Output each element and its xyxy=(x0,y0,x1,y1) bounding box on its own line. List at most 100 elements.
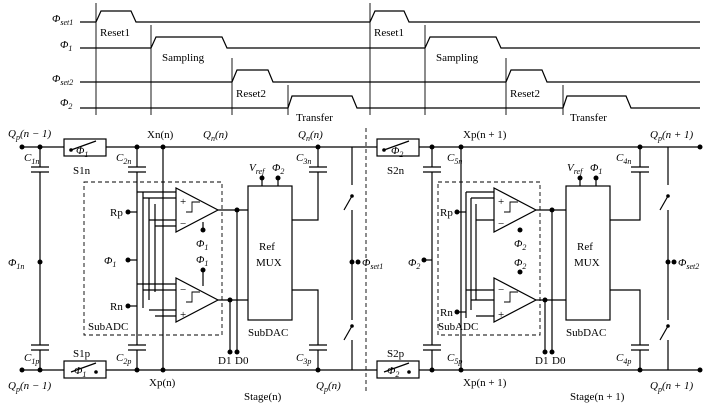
label-c5p: C5p xyxy=(447,352,462,366)
subadc-box-2 xyxy=(437,181,541,336)
label-qp-n-1-bottom: Qp(n − 1) xyxy=(8,380,52,394)
waveform-phi-2 xyxy=(80,95,700,109)
comparator-plus: + xyxy=(180,196,186,208)
label-rn-2: Rn xyxy=(440,307,453,319)
label-rp: Rp xyxy=(110,207,123,219)
switch-s1n-blade xyxy=(70,140,97,151)
phase-label: Transfer xyxy=(570,112,607,124)
phase-label: Reset1 xyxy=(100,27,130,39)
label-phi-set2: Φset2 xyxy=(678,257,699,271)
phase-label: Reset2 xyxy=(510,88,540,100)
label-mux-2: MUX xyxy=(574,257,600,269)
label-s1p: S1p xyxy=(73,348,91,360)
comparator-minus: − xyxy=(180,284,186,296)
label-subdac: SubDAC xyxy=(248,327,288,339)
label-qn-n: Qn(n) xyxy=(203,129,228,143)
switch-s2p xyxy=(376,360,420,379)
label-vref: Vref xyxy=(249,162,266,176)
switch-s1p-blade xyxy=(70,362,97,373)
switch-s2n xyxy=(376,138,420,157)
timing-label-phi-set1: Φset1 xyxy=(52,13,73,27)
reset-switch-bottom-2 xyxy=(659,325,669,341)
label-phi1-mux-2: Φ1 xyxy=(590,162,602,176)
comparator-minus: − xyxy=(498,218,504,230)
phase-label: Reset1 xyxy=(374,27,404,39)
label-c3p: C3p xyxy=(296,352,311,366)
comparator-minus: − xyxy=(180,218,186,230)
label-s2p: S2p xyxy=(387,348,405,360)
comparator-minus: − xyxy=(498,284,504,296)
label-phi2-comp-bot: Φ2 xyxy=(514,257,526,271)
subadc-box xyxy=(83,181,223,336)
timing-label-phi-1: Φ1 xyxy=(60,39,72,53)
comparator-bottom-2 xyxy=(493,277,538,323)
phase-label: Transfer xyxy=(296,112,333,124)
comparator-hyst-icon xyxy=(504,291,518,303)
label-phi1-comp-bot: Φ1 xyxy=(196,254,208,268)
label-s1n: S1n xyxy=(73,165,91,177)
timing-diagram: Φset1 Φ1 Φset2 Φ2 Reset1 Sampling Reset2… xyxy=(52,3,700,124)
comparator-top-2 xyxy=(493,187,538,233)
label-phi2-mux: Φ2 xyxy=(272,162,284,176)
reset-switch-bottom xyxy=(343,325,353,341)
phase-label: Reset2 xyxy=(236,88,266,100)
ref-mux-block xyxy=(247,185,293,321)
label-qp-n1-bottom: Qp(n + 1) xyxy=(650,380,694,394)
label-xp-n1-top: Xp(n + 1) xyxy=(463,129,507,141)
reset-switch-top xyxy=(343,195,353,211)
label-xp-n: Xp(n) xyxy=(149,377,176,389)
label-d1-2: D1 xyxy=(535,355,548,367)
label-c2n: C2n xyxy=(116,152,131,166)
switch-s2p-blade xyxy=(383,362,410,373)
switch-s1n xyxy=(63,138,107,157)
label-s2n: S2n xyxy=(387,165,405,177)
terminal-dot xyxy=(19,367,25,373)
label-mux: MUX xyxy=(256,257,282,269)
timing-label-phi-set2: Φset2 xyxy=(52,73,73,87)
label-qp-n-1-top: Qp(n − 1) xyxy=(8,128,52,142)
label-c5n: C5n xyxy=(447,152,462,166)
switch-s2n-blade xyxy=(383,140,410,151)
comparator-bottom xyxy=(175,277,220,323)
label-subdac-2: SubDAC xyxy=(566,327,606,339)
label-d1: D1 xyxy=(218,355,231,367)
comparator-hyst-icon xyxy=(504,201,518,213)
stage-n: Qp(n − 1) Qp(n − 1) C1n C1p Φ1n Φ1 S1n Φ… xyxy=(8,128,383,403)
switch-s1p-phase: Φ1 xyxy=(74,365,86,379)
switch-s1n-phase: Φ1 xyxy=(76,145,88,159)
label-phi-1n: Φ1n xyxy=(8,257,24,271)
label-c1p: C1p xyxy=(24,352,39,366)
label-d0: D0 xyxy=(235,355,249,367)
label-qp-n1-top: Qp(n + 1) xyxy=(650,129,694,143)
ref-mux-block-2 xyxy=(565,185,611,321)
phase-label: Sampling xyxy=(162,52,205,64)
label-rp-2: Rp xyxy=(440,207,453,219)
switch-s1p xyxy=(63,360,107,379)
label-c4p: C4p xyxy=(616,352,631,366)
label-qp-n-right: Qp(n) xyxy=(316,380,341,394)
label-xp-n1-bottom: Xp(n + 1) xyxy=(463,377,507,389)
label-phi2-left: Φ2 xyxy=(408,257,420,271)
label-xn-n: Xn(n) xyxy=(147,129,174,141)
switch-s2n-phase: Φ2 xyxy=(391,145,403,159)
comparator-hyst-icon xyxy=(186,201,200,213)
comparator-top xyxy=(175,187,220,233)
comparator-plus: + xyxy=(498,196,504,208)
label-subadc: SubADC xyxy=(88,321,128,333)
label-rn: Rn xyxy=(110,301,123,313)
label-d0-2: D0 xyxy=(552,355,566,367)
label-qn-n-right: Qn(n) xyxy=(298,129,323,143)
switch-s2p-phase: Φ2 xyxy=(387,365,399,379)
label-c3n: C3n xyxy=(296,152,311,166)
label-phi2-comp-top: Φ2 xyxy=(514,238,526,252)
waveform-phi-set2 xyxy=(80,69,700,83)
comparator-plus: + xyxy=(498,309,504,321)
phase-label: Sampling xyxy=(436,52,479,64)
stage-n-plus-1: Φ2 S2n Φ2 S2p C5n C5p Xp(n + 1) Xp(n + 1… xyxy=(376,129,703,403)
label-stage-n: Stage(n) xyxy=(244,391,282,403)
label-ref: Ref xyxy=(259,241,275,253)
label-phi1-comp-top: Φ1 xyxy=(196,238,208,252)
waveform-phi-set1 xyxy=(80,10,700,23)
